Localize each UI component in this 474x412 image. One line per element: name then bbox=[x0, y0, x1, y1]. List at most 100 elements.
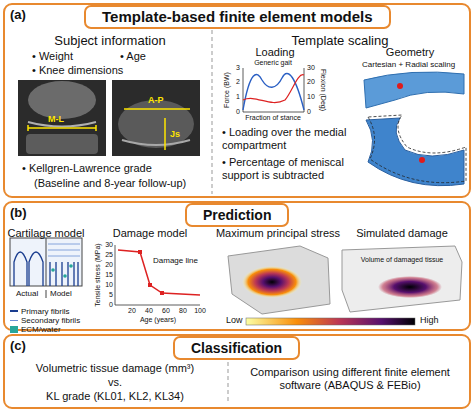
tissue-sheet bbox=[228, 246, 330, 314]
primary-fibrils bbox=[50, 262, 78, 286]
condyle-shape bbox=[118, 100, 194, 148]
text-label: Subject information bbox=[54, 33, 165, 49]
force-curve bbox=[243, 73, 304, 110]
legend-swatch bbox=[10, 326, 18, 333]
chart-label: 10 bbox=[307, 93, 315, 101]
chart-label: Damage line bbox=[153, 256, 198, 266]
measure-line bbox=[124, 108, 190, 110]
text-label: KL grade (KL01, KL2, KL34) bbox=[46, 390, 184, 403]
chart-label: 0 bbox=[236, 108, 240, 116]
title-tab: Classification bbox=[173, 336, 300, 360]
mri-background bbox=[112, 80, 200, 156]
fibril-arcade bbox=[14, 252, 43, 286]
ecm-dot bbox=[63, 274, 67, 278]
measure-tick bbox=[27, 125, 29, 131]
color-bar bbox=[246, 318, 415, 325]
text-label: High bbox=[420, 315, 439, 326]
scaling-point bbox=[397, 83, 403, 89]
text-label: vs. bbox=[108, 376, 122, 389]
text-label: • Knee dimensions bbox=[32, 64, 123, 77]
text-label: Volumetric tissue damage (mm³) bbox=[36, 362, 194, 375]
axis-title: Tensile stress (MPa) bbox=[94, 243, 102, 306]
panel-letter: (b) bbox=[10, 205, 27, 220]
text-label: Template scaling bbox=[292, 33, 389, 49]
panel-title: Template-based finite element models bbox=[102, 8, 373, 26]
chart-label: 1 bbox=[236, 93, 240, 101]
chart-label: 10 bbox=[105, 281, 113, 289]
legend-row: Primary fibrils bbox=[10, 300, 80, 309]
chart-label: 100 bbox=[194, 307, 206, 315]
text-label: Cartilage model bbox=[7, 227, 84, 240]
schematic-box bbox=[10, 238, 82, 286]
stress-figure bbox=[228, 246, 330, 314]
text-label: Low bbox=[226, 315, 243, 326]
damage-chart bbox=[115, 245, 200, 305]
data-marker bbox=[160, 291, 164, 295]
legend-box: Primary fibrilsSecondary fibrilsECM/wate… bbox=[10, 300, 80, 327]
text-label: • Loading over the medial compartment bbox=[222, 126, 357, 152]
text-label: M-L bbox=[48, 114, 64, 125]
measure-line bbox=[28, 127, 96, 129]
legend-row: ECM/water bbox=[10, 318, 80, 327]
chart-label: 0 bbox=[307, 108, 311, 116]
text-label: A-P bbox=[148, 95, 164, 106]
chart-label: Age (years) bbox=[140, 316, 176, 324]
meniscus-shape bbox=[364, 72, 464, 108]
ecm-dot bbox=[51, 268, 55, 272]
panel-box: (b) Prediction bbox=[3, 201, 471, 331]
text-label: • Kellgren-Lawrence grade bbox=[22, 162, 152, 175]
geometry-figure bbox=[364, 72, 466, 186]
text-label: Maximum principal stress bbox=[216, 227, 340, 240]
text-label: (Baseline and 8-year follow-up) bbox=[34, 177, 186, 190]
chart-label: 5 bbox=[109, 291, 113, 299]
chart-label: Actual bbox=[16, 289, 38, 299]
chart-label: Fraction of stance bbox=[245, 114, 301, 122]
legend-line bbox=[10, 320, 18, 321]
legend-text: ECM/water bbox=[21, 325, 61, 334]
tibia-shape bbox=[26, 134, 98, 154]
mri-image bbox=[18, 80, 106, 156]
chart-label: Volume of damaged tissue bbox=[361, 256, 444, 264]
damage-volume bbox=[378, 276, 442, 298]
cartilage-line bbox=[122, 140, 190, 145]
panel-title: Prediction bbox=[203, 206, 271, 224]
chart-label: 0 bbox=[109, 301, 113, 309]
scaling-point bbox=[419, 157, 425, 163]
divider-line bbox=[212, 30, 213, 194]
text-label: Damage model bbox=[113, 227, 188, 240]
mri-image bbox=[112, 80, 200, 156]
text-label: Simulated damage bbox=[356, 227, 448, 240]
chart-label: 80 bbox=[179, 307, 187, 315]
legend-text: Primary fibrils bbox=[21, 307, 69, 316]
text-label: Loading bbox=[255, 46, 294, 59]
damage-line bbox=[118, 250, 200, 295]
chart-label: 20 bbox=[307, 78, 315, 86]
mri-background bbox=[18, 80, 106, 156]
ecm-dot bbox=[69, 264, 73, 268]
chart-label: 3 bbox=[236, 64, 240, 72]
schematic-split bbox=[46, 238, 47, 286]
damage-figure bbox=[342, 246, 462, 312]
secondary-fibrils bbox=[48, 244, 80, 256]
chart-label: 60 bbox=[162, 307, 170, 315]
chart-label: Model bbox=[50, 289, 72, 299]
flexion-curve bbox=[243, 75, 304, 103]
chart-label: Generic gait bbox=[254, 59, 292, 67]
gait-chart bbox=[243, 68, 304, 112]
chart-label: 30 bbox=[105, 241, 113, 249]
chart-label: 30 bbox=[307, 64, 315, 72]
title-tab: Template-based finite element models bbox=[84, 5, 391, 29]
data-marker bbox=[148, 283, 152, 287]
chart-axes bbox=[243, 68, 304, 112]
measure-tick bbox=[95, 125, 97, 131]
panel-title: Classification bbox=[191, 339, 282, 357]
text-label: Js bbox=[170, 129, 180, 140]
chart-label: 2 bbox=[236, 78, 240, 86]
scaled-outline bbox=[368, 115, 466, 183]
text-label: • Weight bbox=[32, 50, 73, 63]
panel-letter: (a) bbox=[10, 7, 26, 22]
data-marker bbox=[138, 250, 142, 254]
legend-text: Secondary fibrils bbox=[21, 316, 80, 325]
text-label: • Age bbox=[120, 50, 146, 63]
